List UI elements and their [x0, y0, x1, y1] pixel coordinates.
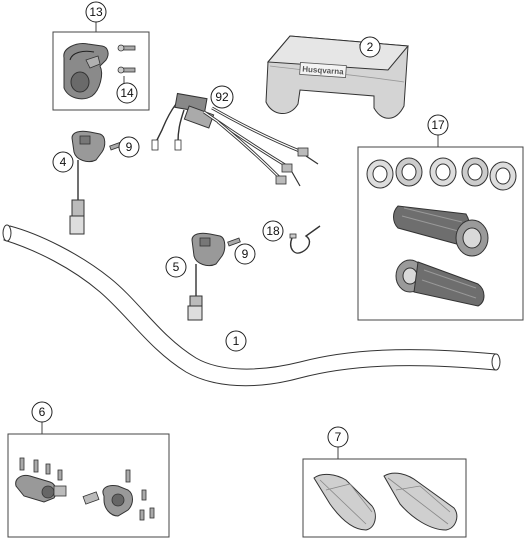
callout-1: 1 — [225, 330, 247, 352]
throttle-cam-ring-2 — [395, 157, 423, 187]
callout-92: 92 — [210, 85, 234, 109]
housing-screw-bottom — [117, 66, 136, 74]
callout-4-label: 4 — [60, 155, 67, 169]
callout-9-upper: 9 — [118, 136, 140, 158]
handlebar-pad: Husqvarna — [265, 35, 409, 119]
callout-13: 13 — [85, 1, 107, 23]
handlebar — [2, 224, 501, 387]
callout-18-label: 18 — [266, 224, 280, 238]
clamp-bolt-5 — [125, 469, 131, 483]
clamp-bolt-1 — [19, 457, 25, 471]
kit-17-frame — [357, 146, 524, 321]
throttle-cam-ring-5 — [489, 161, 517, 191]
callout-4: 4 — [52, 151, 74, 173]
clamp-bolt-7 — [139, 509, 145, 521]
clamp-bolt-2 — [33, 459, 39, 473]
callout-13-label: 13 — [89, 5, 103, 19]
hand-guard-left — [313, 473, 376, 531]
clamp-bolt-3 — [45, 463, 51, 475]
grip-lower — [395, 259, 485, 307]
hand-guard-right — [383, 472, 458, 531]
throttle-cam-ring-3 — [429, 157, 457, 187]
callout-92-label: 92 — [215, 90, 229, 104]
cable-tie — [289, 225, 321, 254]
callout-17-label: 17 — [431, 118, 445, 132]
callout-2: 2 — [359, 36, 381, 58]
throttle-cam-ring-1 — [366, 159, 394, 189]
pad-logo-text: Husqvarna — [302, 65, 344, 77]
callout-9-lower: 9 — [234, 243, 256, 265]
switch-screw-right — [227, 237, 241, 247]
clamp-bolt-4 — [57, 469, 63, 481]
callout-17: 17 — [427, 114, 449, 136]
kit-13-group: 13 14 — [52, 1, 150, 111]
clamp-bolt-8 — [149, 507, 155, 519]
callout-2-label: 2 — [367, 40, 374, 54]
wiring-harness — [151, 92, 319, 187]
throttle-housing — [63, 43, 109, 100]
callout-18: 18 — [262, 220, 284, 242]
right-switch — [187, 232, 226, 321]
kit-7-frame — [302, 458, 467, 538]
callout-6-label: 6 — [39, 405, 46, 419]
housing-screw-top — [117, 44, 136, 52]
callout-14: 14 — [116, 82, 138, 104]
throttle-cam-ring-4 — [461, 157, 489, 187]
mirror-clamp-left — [15, 475, 67, 503]
callout-1-label: 1 — [233, 334, 240, 348]
callout-9-upper-label: 9 — [126, 140, 133, 154]
kit-6-frame — [7, 433, 170, 538]
callout-6: 6 — [31, 401, 53, 423]
callout-7: 7 — [327, 426, 349, 448]
kit-7-group: 7 — [302, 426, 467, 538]
kit-6-group: 6 — [7, 401, 170, 538]
callout-14-label: 14 — [120, 86, 134, 100]
kit-13-frame — [52, 31, 150, 111]
clamp-bolt-6 — [141, 489, 147, 501]
callout-9-lower-label: 9 — [242, 247, 249, 261]
callout-7-label: 7 — [335, 430, 342, 444]
grip-upper — [393, 205, 489, 257]
kit-17-group: 17 — [357, 114, 524, 321]
callout-5: 5 — [165, 256, 187, 278]
callout-5-label: 5 — [173, 260, 180, 274]
mirror-clamp-right — [82, 485, 133, 517]
left-switch — [69, 130, 106, 235]
